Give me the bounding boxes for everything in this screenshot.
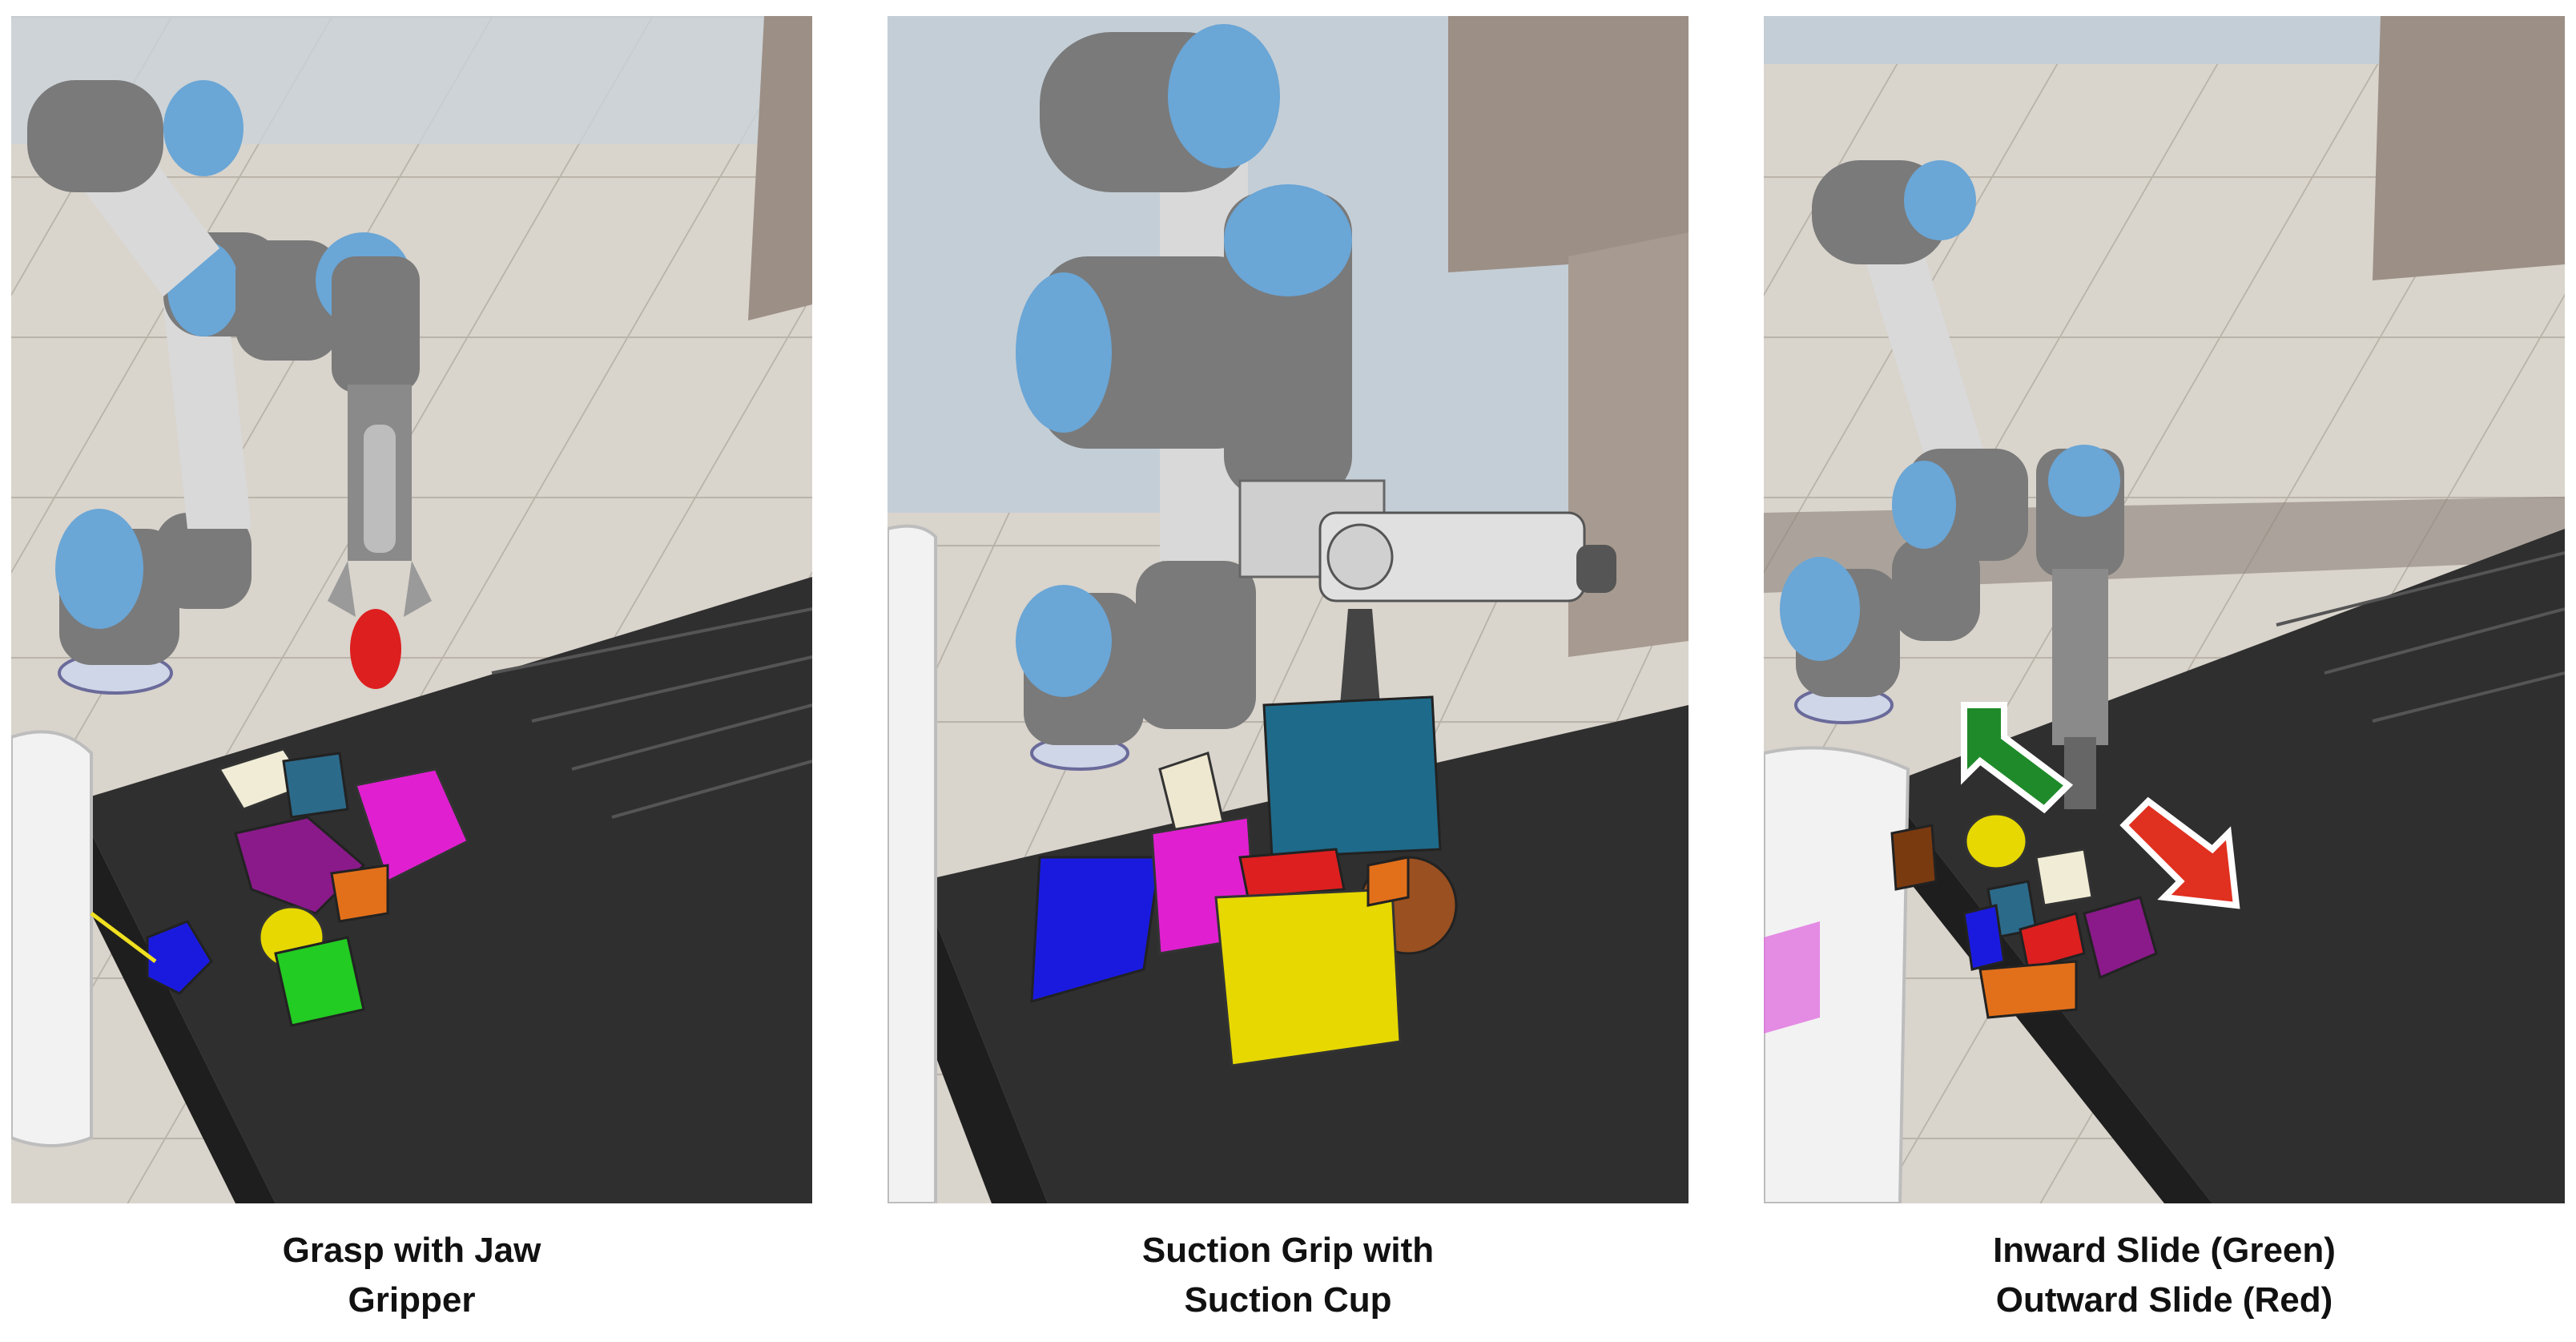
object-pile [1890,812,2158,1019]
panel-suction-grip: Suction Grip with Suction Cup [888,0,1688,1342]
bin [1764,746,1910,1203]
bin [11,730,93,1147]
grasped-object [1262,695,1442,859]
panel-caption: Inward Slide (Green) Outward Slide (Red) [1764,1226,2565,1325]
panel-jaw-gripper: Grasp with Jaw Gripper [11,0,812,1342]
belt-slats [491,607,812,819]
caption-line-2: Outward Slide (Red) [1995,1280,2333,1320]
background-machine [2373,16,2565,280]
caption-line-1: Inward Slide (Green) [1993,1231,2336,1270]
caption-line-1: Suction Grip with [1141,1231,1435,1270]
caption-line-2: Gripper [348,1280,476,1320]
conveyor-belt [75,577,812,1203]
bin [888,524,937,1203]
panel-caption: Suction Grip with Suction Cup [888,1226,1688,1325]
conveyor-edge [43,801,276,1203]
suction-grip-scene-image [888,16,1688,1203]
inward-slide-arrow [1961,702,2074,814]
outward-slide-arrow [2119,796,2240,909]
grasped-object [350,609,401,689]
suction-cup [1340,609,1380,705]
background-machine [748,16,812,320]
caption-line-2: Suction Cup [1184,1280,1392,1320]
robot-arm [1016,24,1616,771]
background-machine [1448,16,1688,272]
robot-arm [27,80,432,695]
panel-slide: Inward Slide (Green) Outward Slide (Red) [1764,0,2565,1342]
caption-line-1: Grasp with Jaw [282,1231,541,1270]
object-pile [146,748,469,1027]
jaw-gripper-scene-image [11,16,812,1203]
panel-caption: Grasp with Jaw Gripper [11,1226,812,1325]
slide-scene-image [1764,16,2565,1203]
belt-slats [2276,551,2565,723]
object-pile [1030,695,1458,1067]
robot-arm [1780,160,2124,809]
